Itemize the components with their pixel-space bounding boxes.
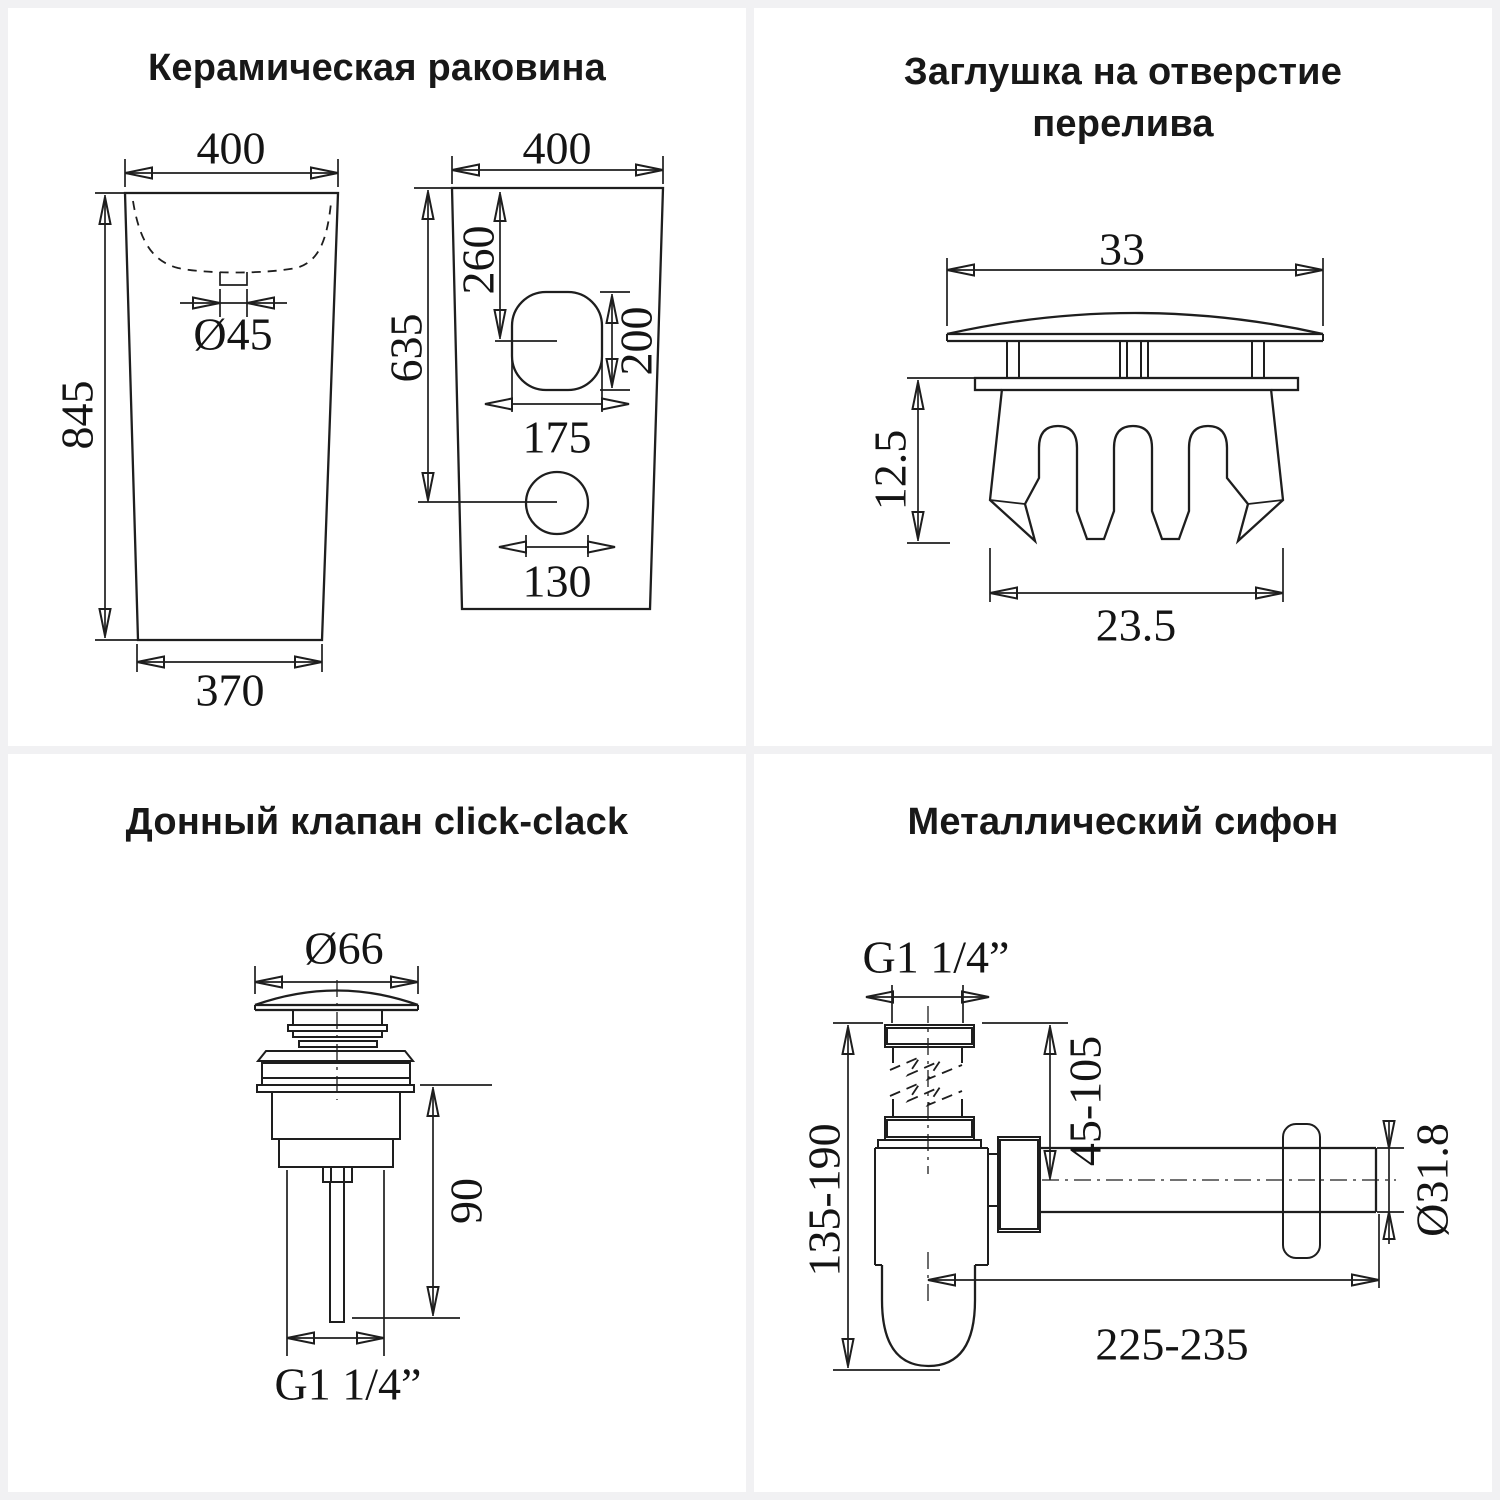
side-height-label: 635 (381, 314, 432, 383)
dim-siphon-thread: G1 1/4” (863, 932, 1010, 1023)
dim-plug-height: 12.5 (865, 377, 975, 544)
dim-front-top-width: 400 (124, 123, 339, 187)
valve-drawing: Ø66 90 G1 1/4” (254, 923, 492, 1410)
valve-title: Донный клапан click-clack (125, 801, 629, 843)
drain-diameter-label: Ø45 (193, 309, 272, 360)
top-to-overflow-label: 260 (453, 226, 504, 295)
plug-height-label: 12.5 (865, 430, 916, 511)
panel-ceramic-sink: Керамическая раковина 400 845 (8, 8, 746, 746)
plug-crown (988, 388, 1285, 545)
panel-overflow-plug: Заглушка на отверстие перелива (754, 8, 1492, 746)
plug-cap (946, 311, 1324, 343)
front-top-width-label: 400 (197, 123, 266, 174)
siphon-outlet-nut (997, 1136, 1041, 1233)
dim-valve-thread: G1 1/4” (275, 1170, 422, 1410)
drain-width-label: 130 (523, 556, 592, 607)
valve-thread-label: G1 1/4” (275, 1359, 422, 1410)
dim-overflow-width: 175 (484, 346, 630, 463)
sink-title: Керамическая раковина (148, 47, 606, 89)
valve-cap-diameter-label: Ø66 (304, 923, 383, 974)
panel-click-clack-valve: Донный клапан click-clack (8, 754, 746, 1492)
plug-title-line2: перелива (1032, 103, 1214, 145)
panel-metal-siphon: Металлический сифон (754, 754, 1492, 1492)
sink-drawing: 400 845 370 Ø45 (52, 123, 665, 716)
siphon-title: Металлический сифон (907, 801, 1339, 843)
dim-front-bottom-width: 370 (136, 644, 323, 716)
side-top-width-label: 400 (523, 123, 592, 174)
length-range-label: 225-235 (1095, 1319, 1248, 1370)
pipe-diameter-label: Ø31.8 (1407, 1123, 1458, 1237)
valve-stack (255, 1009, 416, 1140)
dim-inlet-height-range: 45-105 (982, 1022, 1111, 1180)
plug-flange (973, 376, 1300, 392)
dim-cap-width: 33 (946, 224, 1324, 326)
siphon-drawing: G1 1/4” 45-105 135-190 (799, 932, 1458, 1371)
siphon-inlet (884, 1024, 975, 1141)
inlet-height-range-label: 45-105 (1060, 1036, 1111, 1166)
cap-width-label: 33 (1099, 224, 1145, 275)
dim-overflow-height: 200 (600, 291, 662, 391)
dim-drain-width: 130 (498, 535, 616, 607)
dim-side-height-to-drain: 635 (381, 187, 557, 503)
plug-title-line1: Заглушка на отверстие (903, 51, 1343, 93)
dim-total-height-range: 135-190 (799, 1022, 940, 1371)
overflow-height-label: 200 (611, 307, 662, 376)
siphon-body (874, 1139, 998, 1368)
siphon-thread-label: G1 1/4” (863, 932, 1010, 983)
plug-drawing: 33 12.5 23.5 (865, 224, 1324, 651)
wall-flange (1282, 1123, 1321, 1259)
dim-drain-diameter: Ø45 (180, 289, 287, 360)
dim-valve-height: 90 (352, 1084, 492, 1319)
dim-side-top-width: 400 (451, 123, 664, 184)
valve-thread (278, 1138, 394, 1168)
plug-posts (1006, 341, 1265, 378)
dim-top-to-overflow: 260 (453, 192, 557, 342)
dim-length-range: 225-235 (927, 1214, 1380, 1370)
dim-pipe-diameter: Ø31.8 (1377, 1120, 1458, 1244)
valve-rod (322, 1166, 353, 1323)
dim-front-height: 845 (52, 192, 144, 641)
front-bottom-width-label: 370 (196, 665, 265, 716)
sink-front-view (123, 191, 340, 642)
dim-valve-cap-diameter: Ø66 (254, 923, 419, 994)
plug-title: Заглушка на отверстие перелива (754, 46, 1492, 150)
total-height-range-label: 135-190 (799, 1123, 850, 1276)
plug-body-width-label: 23.5 (1096, 600, 1177, 651)
overflow-width-label: 175 (523, 412, 592, 463)
dim-plug-body-width: 23.5 (989, 548, 1284, 651)
valve-height-label: 90 (441, 1178, 492, 1224)
front-height-label: 845 (52, 381, 103, 450)
